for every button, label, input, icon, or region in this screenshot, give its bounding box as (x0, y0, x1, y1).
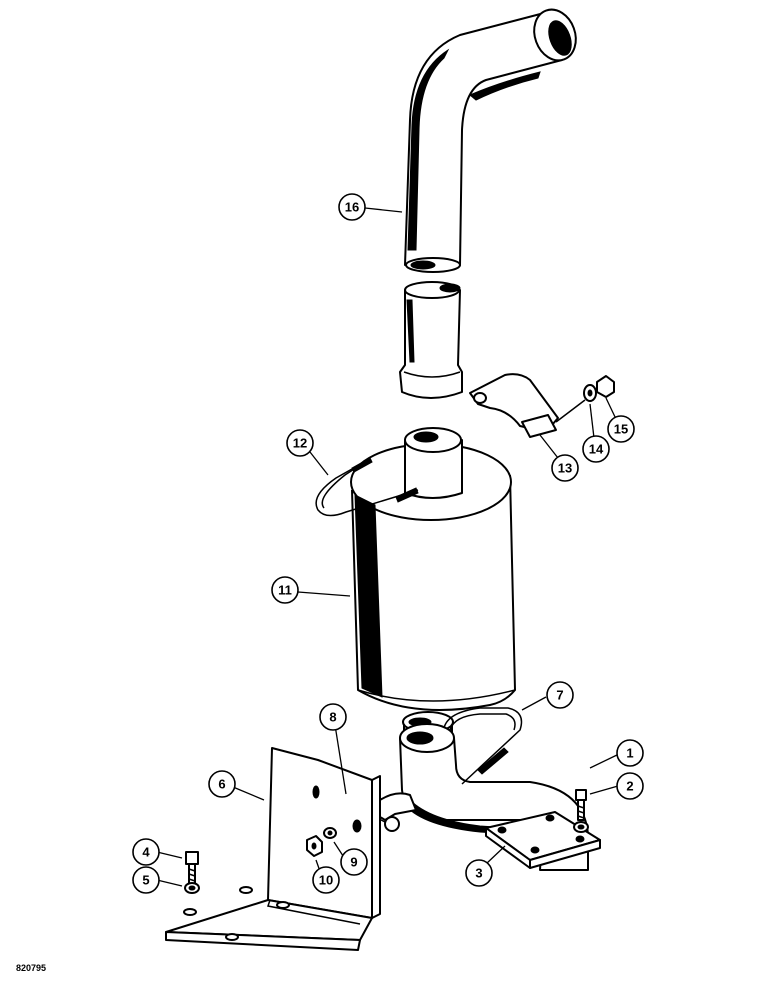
callout-label-4: 4 (142, 845, 150, 860)
figure-id-label: 820795 (16, 963, 47, 973)
callout-14: 14 (582, 435, 610, 463)
callout-8: 8 (319, 703, 347, 731)
elbow-pipe (399, 723, 601, 871)
callout-label-8: 8 (329, 710, 336, 725)
clamp-saddle-upper (469, 373, 586, 438)
callout-2: 2 (616, 772, 644, 800)
callout-label-11: 11 (278, 583, 292, 598)
callout-10: 10 (312, 866, 340, 894)
callout-4: 4 (132, 838, 160, 866)
washer-2 (573, 821, 589, 833)
callout-label-13: 13 (558, 461, 572, 476)
washer-nut-upper (583, 375, 615, 402)
callout-15: 15 (607, 415, 635, 443)
callout-label-7: 7 (556, 688, 563, 703)
callout-label-12: 12 (293, 436, 307, 451)
callout-label-3: 3 (475, 866, 482, 881)
u-bolt-upper (315, 457, 419, 517)
bolt-1 (575, 789, 587, 821)
callout-9: 9 (340, 848, 368, 876)
u-bolt-lower (443, 707, 523, 785)
mounting-bracket (165, 747, 381, 951)
bolt-4 (185, 851, 199, 885)
callout-3: 3 (465, 859, 493, 887)
callout-label-6: 6 (218, 777, 225, 792)
callout-7: 7 (546, 681, 574, 709)
callout-11: 11 (271, 576, 299, 604)
callout-label-16: 16 (345, 200, 359, 215)
muffler (350, 427, 516, 761)
callout-label-15: 15 (614, 422, 628, 437)
nut-10 (306, 835, 323, 857)
callout-label-1: 1 (626, 746, 633, 761)
callout-12: 12 (286, 429, 314, 457)
washer-9 (323, 827, 337, 839)
callout-label-10: 10 (319, 873, 333, 888)
washer-5 (184, 882, 200, 894)
callout-6: 6 (208, 770, 236, 798)
callout-1: 1 (616, 739, 644, 767)
callout-label-9: 9 (350, 855, 357, 870)
callout-13: 13 (551, 454, 579, 482)
callout-5: 5 (132, 866, 160, 894)
callout-label-2: 2 (626, 779, 633, 794)
callout-label-14: 14 (589, 442, 604, 457)
callout-16: 16 (338, 193, 366, 221)
callout-label-5: 5 (142, 873, 149, 888)
exhaust-pipe (399, 8, 577, 399)
